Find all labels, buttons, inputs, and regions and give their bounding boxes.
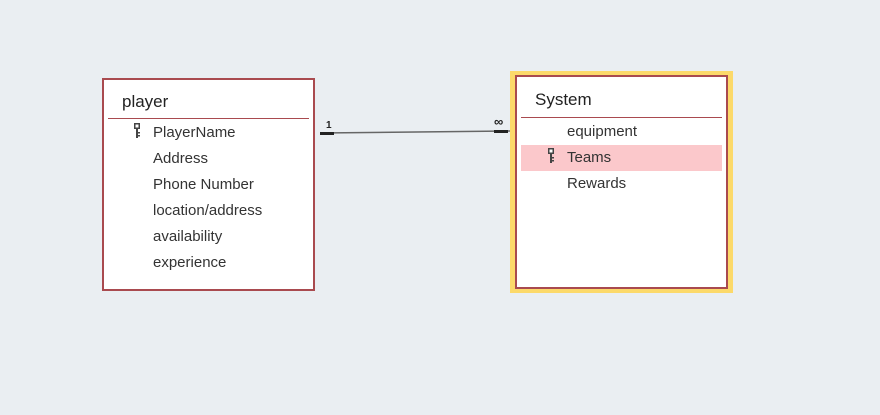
field-label: location/address [153, 202, 263, 219]
many-cardinality-label: ∞ [494, 114, 504, 129]
field-row-availability[interactable]: availability [104, 224, 313, 250]
one-side-marker [320, 132, 334, 135]
field-label: Address [153, 150, 209, 167]
field-row-teams[interactable]: Teams [517, 145, 726, 171]
table-title[interactable]: System [535, 90, 592, 109]
title-divider [521, 117, 722, 118]
field-label: Teams [567, 149, 612, 166]
primary-key-icon [134, 123, 140, 138]
table-player[interactable]: player PlayerName Address Phone Number [102, 78, 315, 291]
title-divider [108, 118, 309, 119]
field-label: Rewards [567, 175, 627, 192]
field-row-address[interactable]: Address [104, 146, 313, 172]
primary-key-icon [548, 148, 554, 163]
table-title[interactable]: player [122, 92, 169, 111]
field-label: PlayerName [153, 124, 236, 141]
field-label: equipment [567, 123, 638, 140]
selected-row-highlight [521, 145, 722, 171]
field-label: experience [153, 254, 227, 271]
field-row-location-address[interactable]: location/address [104, 198, 313, 224]
field-row-playername[interactable]: PlayerName [104, 120, 313, 146]
field-label: Phone Number [153, 176, 254, 193]
many-side-marker [494, 130, 508, 133]
table-system[interactable]: System equipment Teams Rewards [515, 75, 728, 289]
field-row-experience[interactable]: experience [104, 250, 313, 276]
field-list: equipment Teams Rewards [517, 118, 726, 197]
field-row-phone-number[interactable]: Phone Number [104, 172, 313, 198]
relationship-connector[interactable] [319, 130, 511, 134]
one-cardinality-label: 1 [326, 120, 332, 131]
field-label: availability [153, 228, 223, 245]
field-list: PlayerName Address Phone Number location… [104, 119, 313, 276]
field-row-rewards[interactable]: Rewards [517, 171, 726, 197]
field-row-equipment[interactable]: equipment [517, 119, 726, 145]
